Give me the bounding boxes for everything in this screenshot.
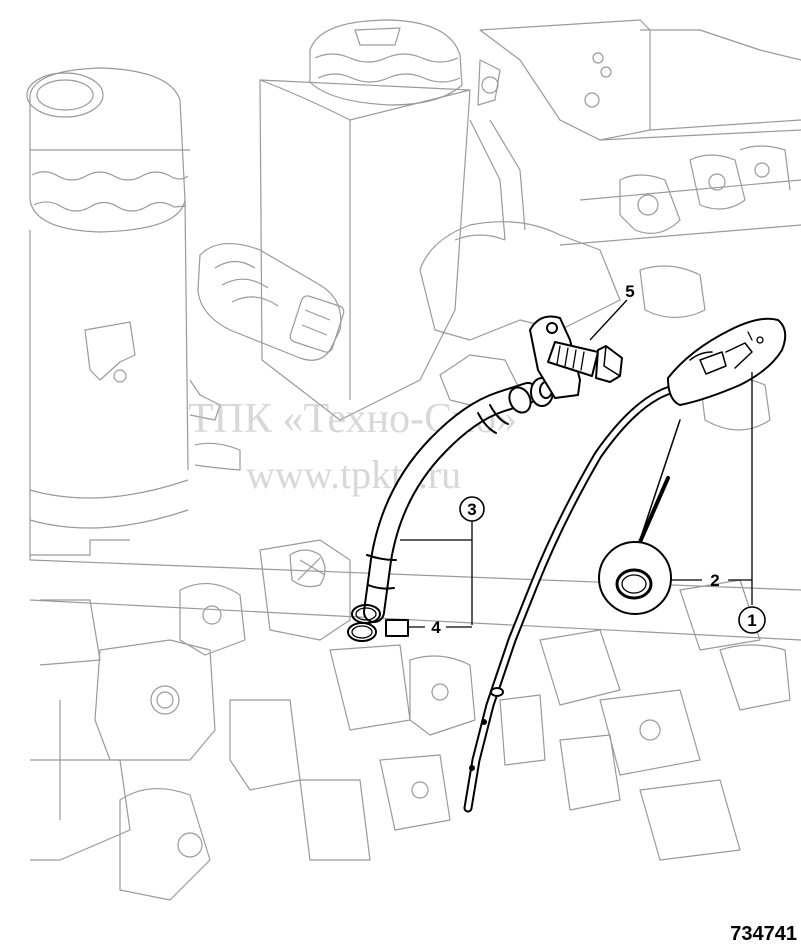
callout-3-circle (459, 496, 485, 522)
callout-1: 1 (738, 606, 766, 634)
callout-2: 2 (710, 571, 719, 590)
svg-text:3: 3 (467, 500, 476, 519)
bolt (547, 341, 623, 383)
foreground-parts (347, 315, 787, 813)
callout-3: 3 (459, 496, 485, 522)
callouts: 5 3 4 2 1 (431, 282, 766, 637)
svg-text:5: 5 (625, 282, 634, 301)
dipstick (463, 317, 787, 813)
svg-text:4: 4 (431, 618, 441, 637)
clamp-rings (347, 604, 381, 642)
leader-lines (400, 299, 753, 628)
callout-5: 5 (625, 282, 634, 301)
o-ring-detail (598, 419, 681, 615)
drawing-number: 734741 (730, 923, 797, 945)
clamp-box (385, 619, 409, 637)
svg-text:1: 1 (747, 611, 756, 630)
callout-4: 4 (431, 618, 441, 637)
callout-1-circle (738, 606, 766, 634)
engine-background (26, 19, 801, 901)
dipstick-guide-tube (363, 377, 554, 623)
svg-text:2: 2 (710, 571, 719, 590)
